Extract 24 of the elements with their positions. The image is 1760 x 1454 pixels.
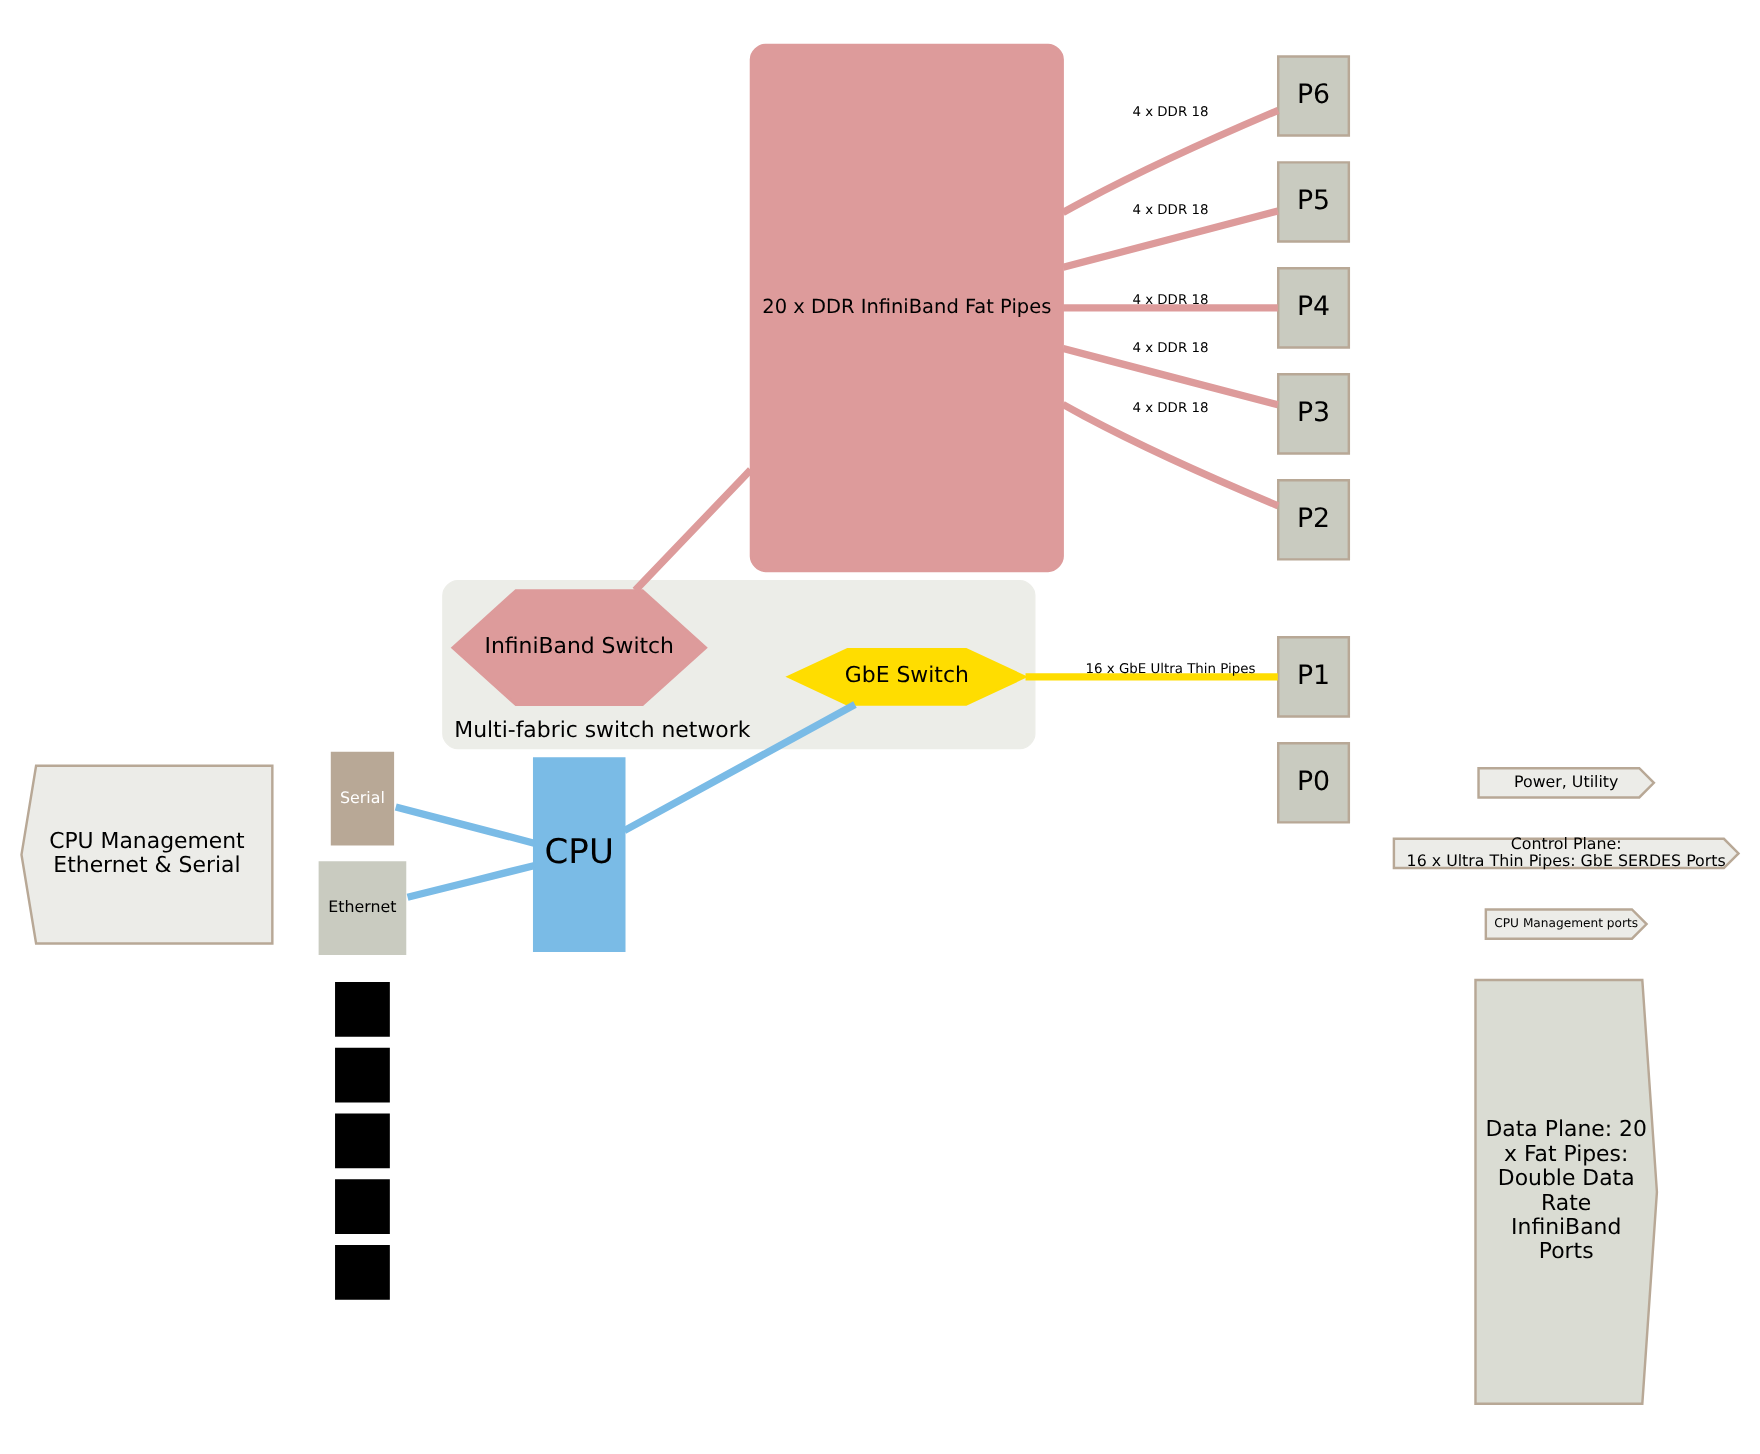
connector <box>394 802 536 846</box>
node-box <box>335 1178 390 1233</box>
node-box <box>335 1112 390 1168</box>
connector <box>1063 303 1278 311</box>
node-box: P0 <box>1277 741 1351 823</box>
connector <box>1062 206 1279 270</box>
connector <box>622 700 857 833</box>
node-box: P2 <box>1277 477 1351 560</box>
node-box: 20 x DDR InfiniBand Fat Pipes <box>749 42 1064 572</box>
node-box: P1 <box>1277 635 1351 717</box>
node-box <box>335 1046 390 1102</box>
connector <box>1061 400 1280 509</box>
node-box: P4 <box>1277 266 1351 348</box>
node-box <box>335 980 390 1036</box>
connector <box>1061 105 1280 215</box>
node-box: P3 <box>1277 372 1351 454</box>
node-box: P6 <box>1277 54 1351 136</box>
node-box: P5 <box>1277 160 1351 242</box>
node-box <box>335 1243 390 1299</box>
node-box: CPU <box>532 756 626 952</box>
connector <box>406 861 535 900</box>
connector <box>1062 344 1279 408</box>
connector <box>1025 672 1278 680</box>
connector <box>632 466 754 592</box>
